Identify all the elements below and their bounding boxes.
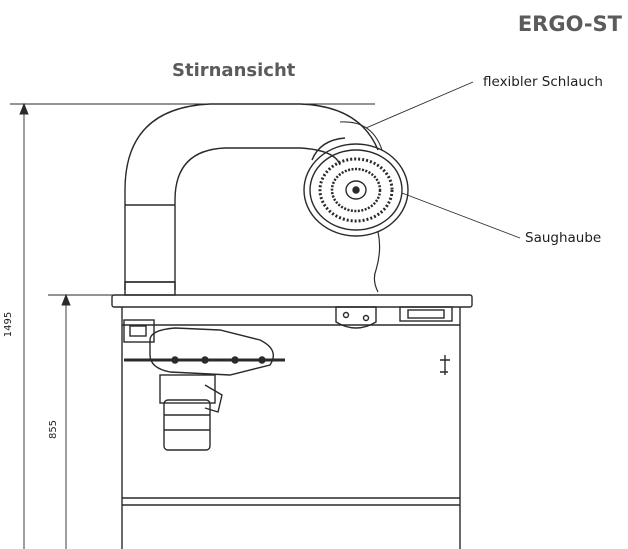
hose-leader (365, 81, 474, 129)
total-height-dimension: 1495 (3, 311, 15, 338)
hose-callout-label: flexibler Schlauch (483, 74, 603, 90)
table (111, 294, 473, 549)
product-title: ERGO-ST (517, 12, 622, 36)
dimension-table (48, 293, 125, 549)
flexible-hose (124, 103, 383, 296)
fan-unit (123, 319, 285, 451)
hood-callout-label: Saughaube (525, 230, 602, 246)
table-height-dimension: 855 (48, 419, 60, 440)
dimension-total (10, 102, 375, 549)
view-title: Stirnansicht (172, 60, 296, 81)
hood-leader (401, 192, 521, 239)
suction-hood (303, 137, 409, 293)
